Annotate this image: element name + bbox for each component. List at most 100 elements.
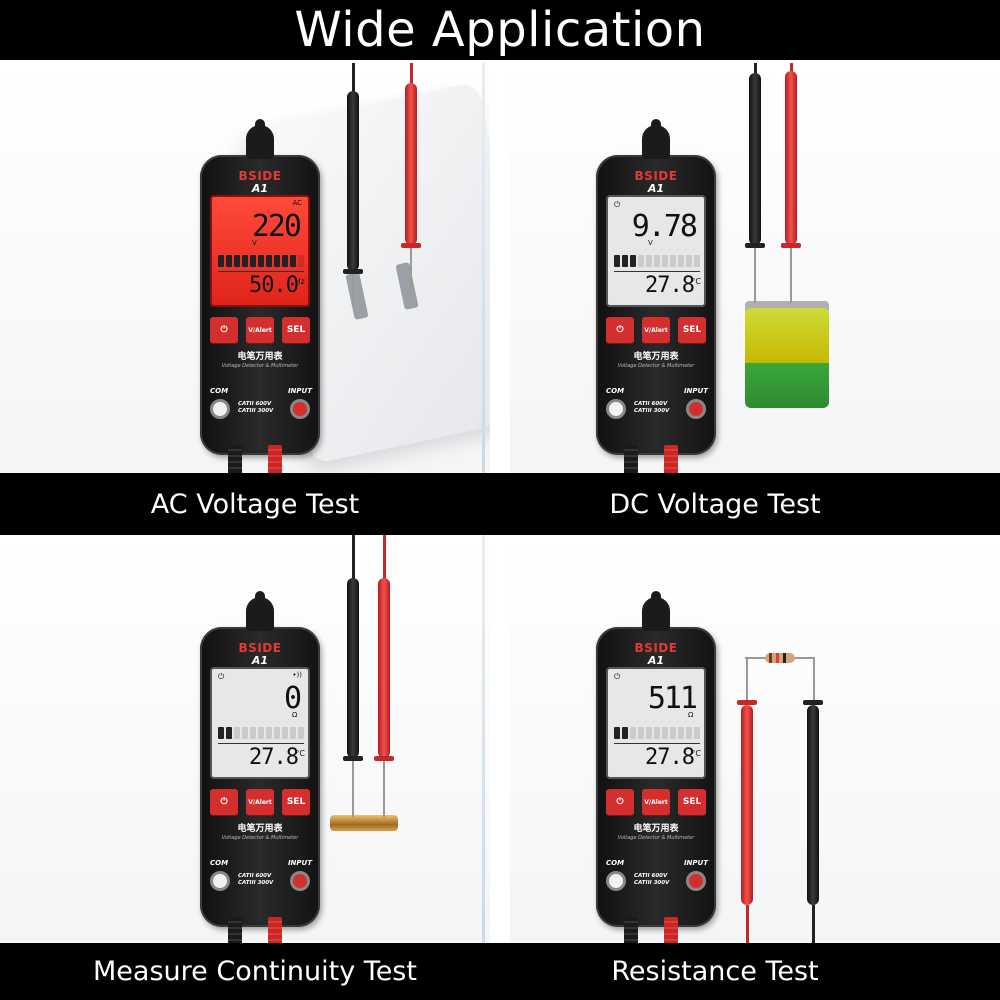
device-cap (246, 119, 274, 159)
probe-tip-black (813, 657, 815, 702)
ncv-button[interactable]: V/Alert (246, 317, 274, 343)
device-button-row: ⏻ V/Alert SEL (606, 789, 706, 815)
caption-continuity: Measure Continuity Test (93, 956, 417, 987)
lcd-sub-unit: °C (295, 749, 305, 758)
lcd-display: ⏻ 9.78 V 27.8 °C (606, 195, 706, 307)
port-input-label: INPUT (683, 859, 708, 867)
device-model: A1 (647, 654, 665, 667)
multimeter-device: BSIDE A1 ⏻ 511 Ω 27.8 °C ⏻ V/Alert SEL 电… (596, 591, 716, 927)
lcd-bargraph (218, 727, 304, 739)
probe-wire-black (754, 63, 757, 75)
device-brand: BSIDE (238, 169, 282, 183)
probe-tip-black (754, 248, 756, 303)
probe-guard-black (343, 756, 363, 761)
metal-contact-block (330, 815, 398, 831)
probe-red (378, 578, 390, 758)
caption-dc-voltage: DC Voltage Test (609, 488, 821, 520)
sel-button[interactable]: SEL (678, 789, 706, 815)
page-title: Wide Application (294, 2, 706, 58)
probe-guard-red (401, 243, 421, 248)
cable-black (624, 445, 638, 473)
device-cap (642, 591, 670, 631)
lcd-bargraph (218, 255, 304, 267)
power-button[interactable]: ⏻ (210, 789, 238, 815)
lcd-mode-tag: AC (292, 199, 302, 207)
probe-wire-red (790, 63, 793, 73)
power-button[interactable]: ⏻ (606, 317, 634, 343)
sel-button[interactable]: SEL (282, 789, 310, 815)
lcd-auto-icon: ⏻ (218, 672, 225, 681)
lcd-bargraph (614, 727, 700, 739)
lcd-divider (218, 743, 304, 744)
device-cap (246, 591, 274, 631)
port-input (686, 399, 706, 419)
lcd-bargraph (614, 255, 700, 267)
panel-resistance: BSIDE A1 ⏻ 511 Ω 27.8 °C ⏻ V/Alert SEL 电… (510, 535, 1000, 945)
cable-red (664, 917, 678, 945)
lcd-sub-unit: °C (691, 749, 701, 758)
probe-black (347, 578, 359, 758)
panel-dc-voltage: BSIDE A1 ⏻ 9.78 V 27.8 °C ⏻ V/Alert SEL … (510, 63, 1000, 473)
sel-button[interactable]: SEL (282, 317, 310, 343)
caption-bar-top: AC Voltage Test DC Voltage Test (0, 473, 1000, 535)
ncv-button[interactable]: V/Alert (642, 317, 670, 343)
probe-wire-black (812, 905, 815, 945)
probe-tip-red (410, 248, 412, 288)
port-input (290, 871, 310, 891)
lcd-display: ⏻ •)) 0 Ω 27.8 °C (210, 667, 310, 779)
caption-resistance: Resistance Test (611, 956, 819, 987)
lcd-divider (218, 271, 304, 272)
lcd-divider (614, 271, 700, 272)
port-input-label: INPUT (287, 859, 312, 867)
lcd-main-value: 220 (251, 209, 302, 244)
port-com (606, 871, 626, 891)
lcd-unit: V (648, 239, 653, 247)
resistor (765, 653, 795, 663)
port-input-label: INPUT (683, 387, 708, 395)
port-com-label: COM (210, 387, 229, 395)
lcd-main-value: 9.78 (631, 209, 698, 244)
probe-wire-black (352, 535, 355, 580)
probe-guard-red (781, 243, 801, 248)
device-brand: BSIDE (238, 641, 282, 655)
device-brand: BSIDE (634, 169, 678, 183)
multimeter-device: BSIDE A1 ⏻ 9.78 V 27.8 °C ⏻ V/Alert SEL … (596, 119, 716, 455)
probe-red (741, 705, 753, 905)
battery-9v (745, 308, 829, 408)
lcd-divider (614, 743, 700, 744)
device-label-en: Voltage Detector & Multimeter (617, 835, 695, 841)
lcd-sub-value: 27.8 (645, 745, 695, 770)
lcd-sub-value: 27.8 (249, 745, 299, 770)
power-button[interactable]: ⏻ (606, 789, 634, 815)
cable-black (228, 917, 242, 945)
port-com-label: COM (606, 387, 625, 395)
device-cap (642, 119, 670, 159)
ncv-button[interactable]: V/Alert (642, 789, 670, 815)
resistor-lead-left (745, 657, 765, 659)
probe-black (347, 91, 359, 271)
ncv-button[interactable]: V/Alert (246, 789, 274, 815)
device-label-cn: 电笔万用表 (633, 824, 679, 834)
probe-tip-red (383, 761, 385, 817)
port-input-label: INPUT (287, 387, 312, 395)
lcd-unit: Ω (292, 711, 298, 719)
device-label-en: Voltage Detector & Multimeter (221, 363, 299, 369)
probe-wire-black (352, 63, 355, 93)
port-com (210, 871, 230, 891)
lcd-display: AC 220 V 50.0 Hz (210, 195, 310, 307)
sel-button[interactable]: SEL (678, 317, 706, 343)
port-input (290, 399, 310, 419)
power-button[interactable]: ⏻ (210, 317, 238, 343)
probe-guard-black (745, 243, 765, 248)
device-brand: BSIDE (634, 641, 678, 655)
probe-red (785, 71, 797, 245)
cable-black (624, 917, 638, 945)
caption-ac-voltage: AC Voltage Test (150, 488, 360, 520)
header-bar: Wide Application (0, 0, 1000, 60)
port-com-label: COM (606, 859, 625, 867)
